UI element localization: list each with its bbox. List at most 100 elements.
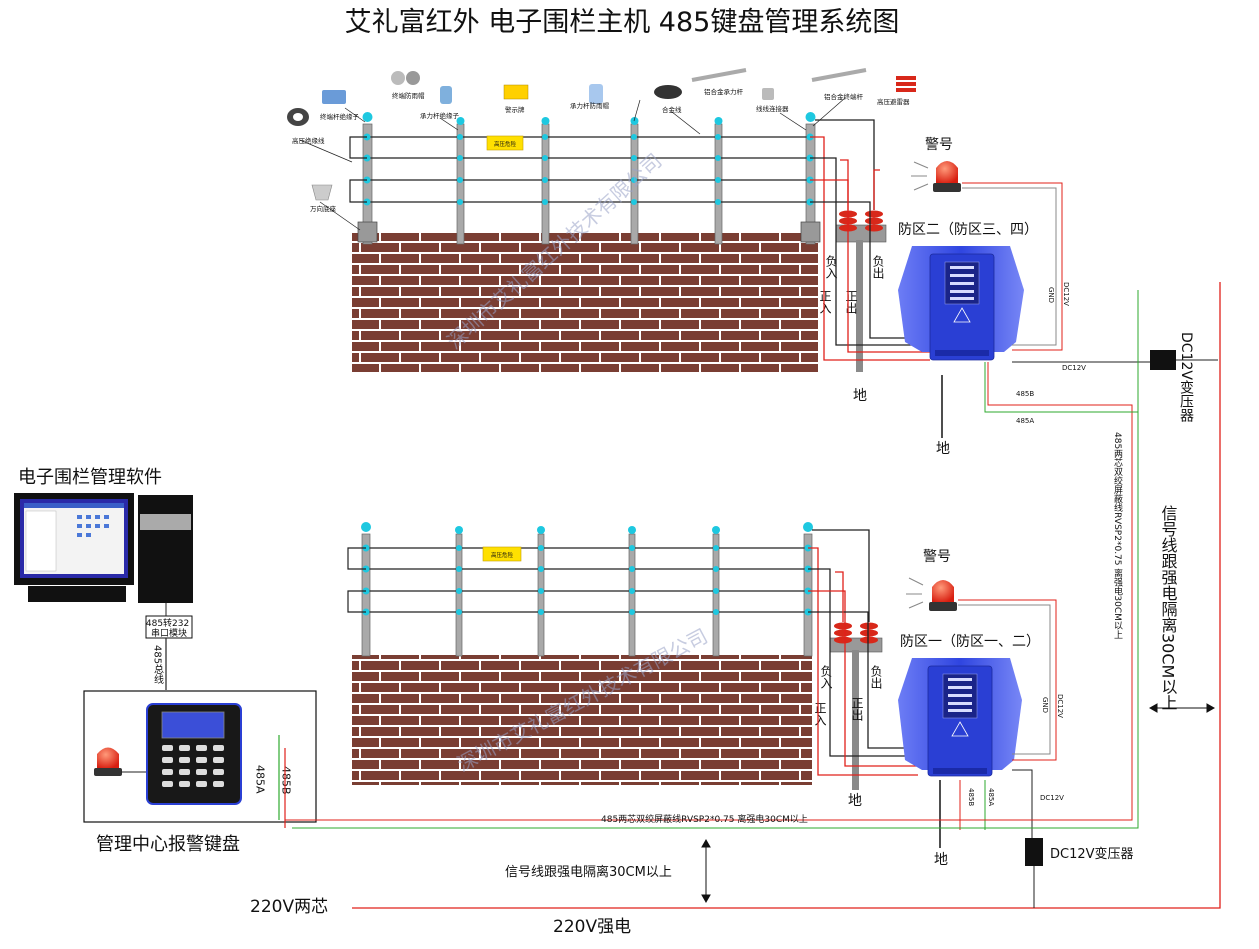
lower-label-positive-out: 正出	[850, 697, 864, 721]
label-terminal-rain-cap: 终端防雨帽	[392, 91, 425, 100]
upper-port-dc12v-vertical: DC12V	[1062, 282, 1070, 306]
lower-port-dc12v-vertical: DC12V	[1056, 694, 1064, 718]
computer-tower-icon	[138, 495, 193, 603]
upper-host-unit	[898, 246, 1024, 361]
upper-left-loop	[349, 136, 367, 203]
bottom-transformer-icon	[1025, 838, 1043, 866]
right-transformer-label: DC12V变压器	[1178, 332, 1194, 422]
lower-brick-wall	[352, 655, 812, 785]
upper-port-labels: DC12V GND DC12V 485B 485A	[1016, 282, 1086, 425]
upper-label-positive-in: 正入	[818, 290, 832, 314]
lower-siren-icon	[906, 577, 957, 611]
lower-host-ground-label: 地	[934, 852, 948, 868]
upper-leads	[810, 119, 930, 361]
upper-port-gnd: GND	[1047, 287, 1055, 303]
lower-wire-labels: 负入 正入 正出 负出	[813, 665, 883, 726]
mains-power-line	[352, 282, 1221, 909]
lower-port-gnd: GND	[1041, 697, 1049, 713]
keyboard-caption: 管理中心报警键盘	[96, 834, 240, 855]
lower-host-wiring	[939, 599, 1057, 848]
lower-fence-wires	[366, 547, 808, 613]
power-two-core-label: 220V两芯	[250, 897, 328, 917]
upper-fence-poles	[362, 123, 816, 245]
rs485-bus-label: 485总线	[152, 645, 164, 684]
right-transformer-icon	[1150, 350, 1176, 370]
label-tension-rain-cap: 承力杆防雨帽	[570, 101, 610, 110]
label-terminal-insulator: 终端杆绝缘子	[320, 112, 360, 121]
upper-siren-icon	[911, 161, 961, 192]
right-separation-arrow	[1148, 703, 1216, 713]
keyboard-485b-label: 485B	[280, 766, 293, 795]
upper-insulators	[363, 133, 814, 206]
label-hv-arrester: 高压避雷器	[877, 97, 910, 106]
alarm-keyboard-panel: 485A 485B 管理中心报警键盘	[83, 690, 317, 855]
label-warning-sign: 警示牌	[505, 105, 525, 114]
power-mains-label: 220V强电	[553, 917, 631, 937]
alarm-keyboard-icon	[146, 703, 242, 805]
upper-fence: 高压危险 高压绝缘线 终端杆绝缘子	[287, 68, 1150, 829]
monitor-icon	[14, 493, 134, 602]
upper-label-negative-out: 负出	[871, 255, 885, 279]
upper-host-label: 防区二（防区三、四）	[898, 222, 1038, 238]
lower-warning-sign	[482, 546, 522, 562]
serial-converter	[145, 615, 193, 639]
right-separation-label: 信号线跟强电隔离30CM以上	[1159, 505, 1178, 710]
lower-host-unit	[898, 658, 1022, 777]
upper-pole-caps	[362, 112, 816, 125]
label-universal-base: 万向底座	[310, 204, 337, 213]
lower-left-loop	[347, 547, 366, 613]
bottom-separation-arrow	[701, 838, 711, 904]
upper-port-485b: 485B	[1016, 390, 1034, 398]
label-hv-insulated-wire: 高压绝缘线	[292, 136, 325, 145]
lower-leads	[808, 529, 918, 776]
lower-ground-label: 地	[848, 793, 862, 809]
upper-label-positive-out: 正出	[844, 290, 858, 314]
label-alloy-tension-pole: 铝合金承力杆	[704, 87, 744, 96]
lower-label-negative-out: 负出	[869, 665, 883, 689]
lower-label-positive-in: 正入	[813, 702, 827, 726]
lower-port-labels: 485B 485A GND DC12V DC12V	[967, 694, 1064, 806]
software-title: 电子围栏管理软件	[18, 467, 162, 488]
upper-warning-sign-text: 高压危险	[494, 140, 517, 148]
upper-label-negative-in: 负入	[824, 255, 838, 279]
lower-warning-sign-text: 高压危险	[491, 551, 514, 559]
upper-wire-labels: 负入 正入 正出 负出	[818, 255, 885, 314]
bus-green-line	[292, 290, 1139, 829]
right-cable-label: 485两芯双绞屏蔽线RVSP2*0.75 离强电30CM以上	[1112, 432, 1123, 639]
bottom-separation-label: 信号线跟强电隔离30CM以上	[505, 864, 672, 880]
label-tension-insulator: 承力杆绝缘子	[420, 111, 460, 120]
bottom-cable-label: 485两芯双绞屏蔽线RVSP2*0.75 离强电30CM以上	[601, 813, 808, 825]
label-alloy-wire: 合金线	[662, 105, 682, 114]
lower-insulators	[362, 544, 812, 616]
upper-component-labels: 高压绝缘线 终端杆绝缘子 终端防雨帽 承力杆绝缘子 警示牌 承力杆防雨帽 合金线…	[292, 87, 910, 213]
lower-host-label: 防区一（防区一、二）	[900, 634, 1040, 650]
bottom-transformer-label: DC12V变压器	[1050, 846, 1134, 862]
upper-component-leaders	[299, 97, 846, 231]
keyboard-485a-label: 485A	[254, 765, 267, 794]
lower-port-dc12v: DC12V	[1040, 794, 1064, 802]
upper-ground-label: 地	[853, 388, 867, 404]
lower-siren-label: 警号	[923, 549, 951, 565]
management-software: 电子围栏管理软件 485转232 串口模块 485总线	[14, 467, 193, 690]
bus-and-power: 485两芯双绞屏蔽线RVSP2*0.75 离强电30CM以上 485两芯双绞屏蔽…	[250, 282, 1221, 937]
lower-port-485b: 485B	[967, 788, 975, 806]
diagram-title: 艾礼富红外 电子围栏主机 485键盘管理系统图	[345, 7, 900, 38]
lower-fence-poles	[361, 533, 813, 657]
lower-pole-caps	[361, 522, 813, 534]
label-wire-connector: 线线连接器	[756, 104, 789, 113]
upper-host-ground-label: 地	[936, 441, 950, 457]
upper-brick-wall	[352, 233, 818, 372]
upper-component-pictograms	[287, 68, 916, 201]
upper-port-485a: 485A	[1016, 417, 1034, 425]
lower-fence: 高压危险 负入 正入 正出 负出 地 防区一（防区一、二）	[347, 522, 1064, 868]
serial-converter-label: 485转232 串口模块	[146, 617, 192, 639]
upper-fence-wires	[367, 136, 810, 203]
upper-port-dc12v: DC12V	[1062, 364, 1086, 372]
upper-pole-bases	[357, 221, 821, 243]
upper-siren-label: 警号	[925, 137, 953, 153]
lower-label-negative-in: 负入	[819, 665, 833, 689]
label-alloy-terminal-pole: 铝合金终端杆	[824, 92, 864, 101]
upper-warning-sign	[486, 135, 524, 151]
lower-port-485a: 485A	[987, 788, 995, 806]
